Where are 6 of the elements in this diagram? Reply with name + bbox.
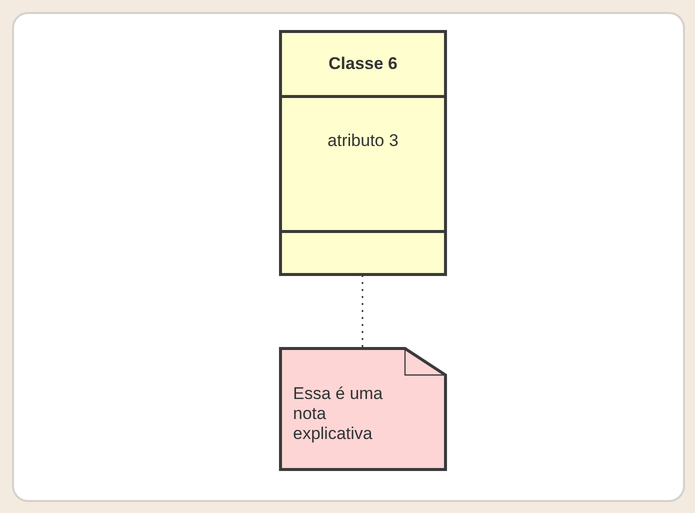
- class-name: Classe 6: [328, 54, 398, 74]
- note-text: Essa é uma nota explicativa: [293, 384, 384, 444]
- attribute-text: atributo 3: [328, 131, 398, 150]
- dotted-connector: [362, 276, 364, 347]
- note-shape: [279, 347, 447, 471]
- class-box: [279, 30, 447, 276]
